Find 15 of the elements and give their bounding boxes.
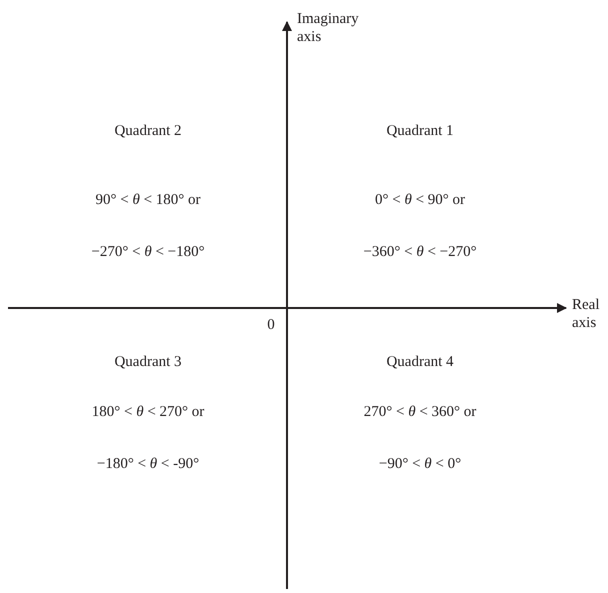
axis-label: Imaginary axis <box>297 10 360 46</box>
axis-label: Real axis <box>572 296 600 332</box>
angle-range: −270° < θ < −180° <box>91 243 205 261</box>
quadrant-label: Quadrant 2 <box>114 122 182 140</box>
quadrant-label: Quadrant 3 <box>114 353 182 371</box>
angle-range: −90° < θ < 0° <box>378 455 462 473</box>
quadrant-label: Quadrant 1 <box>386 122 454 140</box>
angle-range: 180° < θ < 270° or <box>92 403 204 421</box>
origin-label: 0 <box>267 316 275 334</box>
angle-range: 270° < θ < 360° or <box>364 403 476 421</box>
quadrant-label: Quadrant 4 <box>386 353 454 371</box>
angle-range: −360° < θ < −270° <box>363 243 477 261</box>
angle-range: 0° < θ < 90° or <box>374 191 466 209</box>
angle-range: −180° < θ < -90° <box>96 455 200 473</box>
angle-range: 90° < θ < 180° or <box>95 191 201 209</box>
